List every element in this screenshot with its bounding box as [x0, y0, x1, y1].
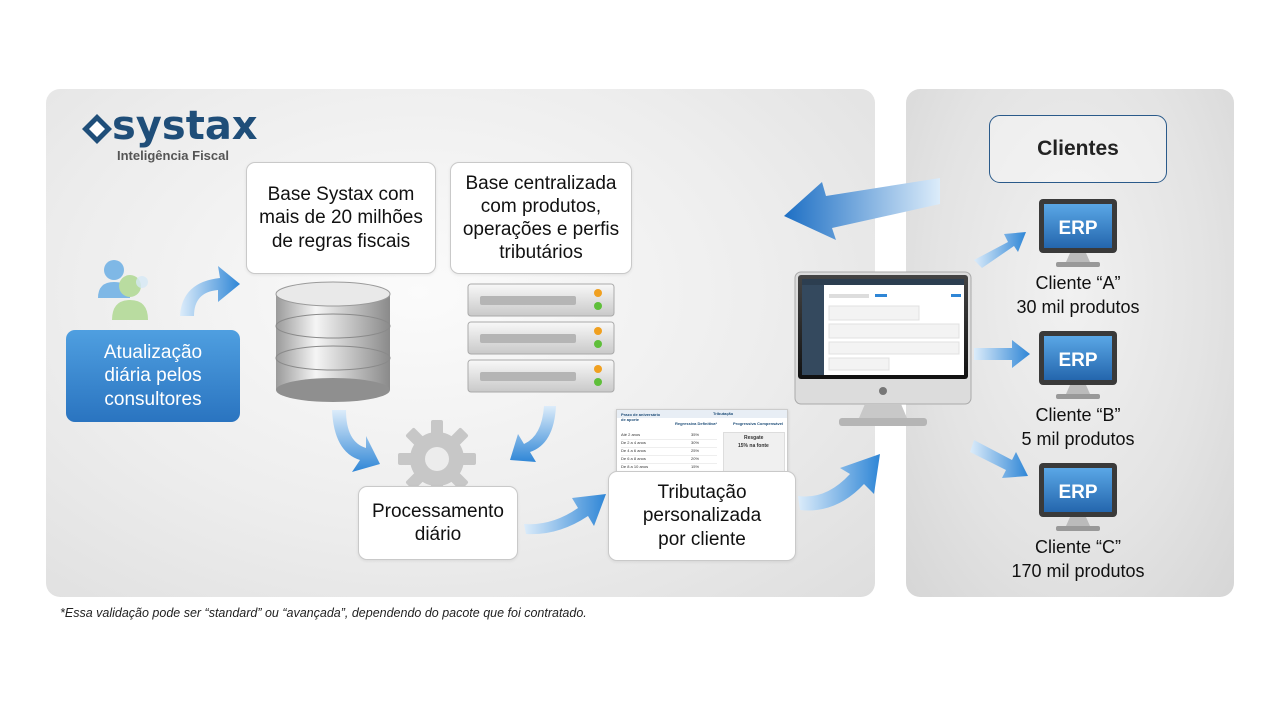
table-cell: De 6 a 8 anos — [621, 456, 646, 461]
arrow-central-to-processing — [510, 406, 556, 462]
table-col3: Progressiva Compensável — [733, 421, 784, 426]
arrow-consultants-to-rules — [180, 266, 240, 316]
database-icon — [275, 281, 391, 402]
clients-title-box: Clientes — [989, 115, 1167, 183]
table-note-title: Resgate — [744, 435, 764, 441]
server-stack-icon — [467, 283, 615, 393]
table-cell: 30% — [691, 440, 700, 445]
arrow-to-client-c — [970, 440, 1028, 478]
gear-icon — [398, 420, 476, 498]
client-products: 5 mil produtos — [1021, 429, 1135, 449]
arrow-clients-to-system — [784, 178, 940, 240]
client-name: Cliente “C” — [1034, 537, 1122, 557]
table-col2: Regressiva Definitiva* — [675, 421, 718, 426]
arrow-processing-to-tax — [524, 494, 606, 535]
table-cell: De 2 a 4 anos — [621, 440, 646, 445]
erp-monitor-icon: ERP — [1039, 331, 1117, 399]
brand-tagline: Inteligência Fiscal — [117, 148, 229, 163]
arrow-rules-to-processing — [332, 410, 380, 472]
erp-monitor-icon: ERP — [1039, 463, 1117, 531]
table-cell: 15% — [691, 464, 700, 469]
table-cell: 20% — [691, 456, 700, 461]
arrow-to-client-a — [974, 232, 1026, 268]
table-cell: 35% — [691, 432, 700, 437]
table-note-value: 15% na fonte — [738, 443, 769, 449]
table-cell: De 8 a 10 anos — [621, 464, 649, 469]
client-name: Cliente “A” — [1035, 273, 1121, 293]
custom-tax-box: Tributação personalizada por cliente — [608, 471, 796, 561]
arrow-tax-to-system — [798, 454, 880, 511]
table-cell: De 4 a 6 anos — [621, 448, 646, 453]
erp-monitor-icon: ERP — [1039, 199, 1117, 267]
erp-label: ERP — [1058, 482, 1097, 503]
users-icon — [98, 260, 148, 320]
erp-label: ERP — [1058, 350, 1097, 371]
system-monitor-icon — [794, 271, 972, 426]
client-products: 30 mil produtos — [1016, 297, 1140, 317]
erp-label: ERP — [1058, 218, 1097, 239]
client-products: 170 mil produtos — [1011, 561, 1145, 581]
table-header: Tributação — [713, 411, 734, 416]
table-col1: Prazo de aniversário de aporte — [621, 412, 661, 422]
rules-base-box: Base Systax com mais de 20 milhões de re… — [246, 162, 436, 274]
table-row: De 4 a 6 anos 25% — [621, 448, 717, 456]
consultants-update-box: Atualização diária pelos consultores — [66, 330, 240, 422]
table-row: De 6 a 8 anos 20% — [621, 456, 717, 464]
arrow-to-client-b — [974, 340, 1030, 368]
processing-box: Processamento diário — [358, 486, 518, 560]
table-row: De 2 a 4 anos 30% — [621, 440, 717, 448]
table-cell: Até 2 anos — [621, 432, 641, 437]
table-row: Até 2 anos 35% — [621, 432, 717, 440]
systax-logo-icon — [82, 114, 112, 144]
brand-name: systax — [112, 103, 258, 149]
client-name: Cliente “B” — [1035, 405, 1121, 425]
table-cell: 25% — [691, 448, 700, 453]
footnote: *Essa validação pode ser “standard” ou “… — [60, 606, 587, 620]
central-base-box: Base centralizada com produtos, operaçõe… — [450, 162, 632, 274]
